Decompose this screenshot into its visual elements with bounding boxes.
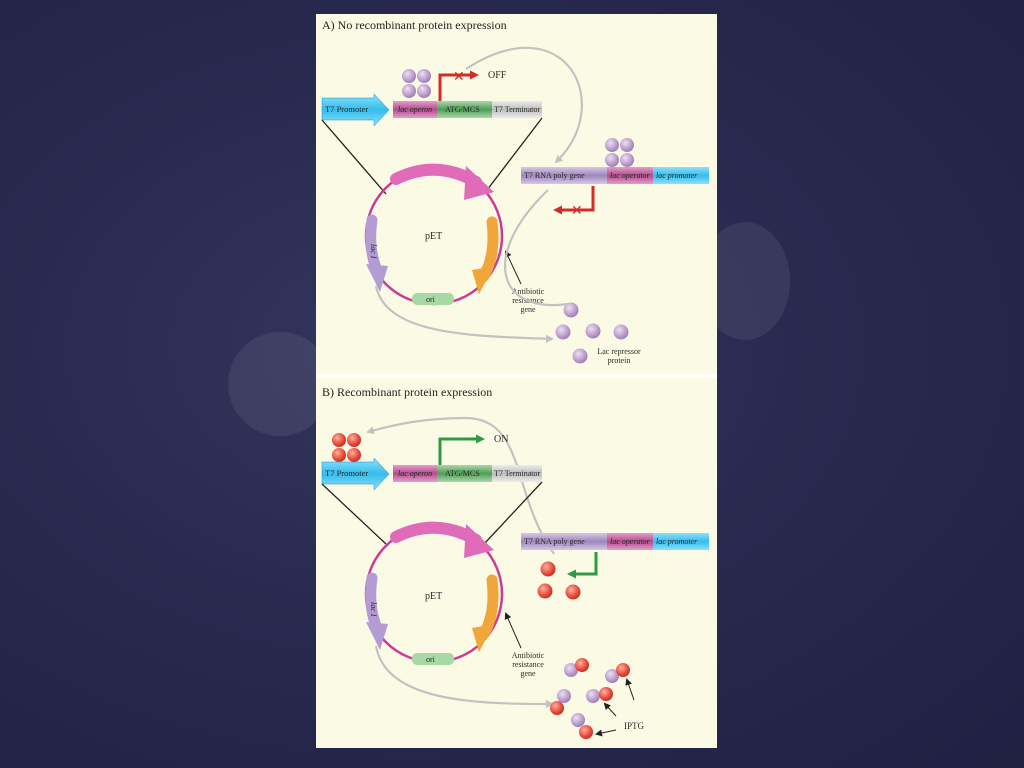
gray-arrow-top-b [366,416,555,555]
antibiotic-pointer [504,250,522,285]
t7-insert-arrow-head [464,166,494,200]
gray-arrow-bottom-b [374,645,554,708]
atg-mcs-label-b: ATG/MCS [445,469,480,478]
t7-terminator-label: T7 Terminator [494,105,541,114]
lac-operator-segment [607,167,653,184]
lac-operator-label-b: lac operator [610,537,651,546]
free-repressor-proteins [555,302,629,364]
repressor-tetramer-bound [402,69,431,98]
blocked-x-icon: ✕ [571,203,583,219]
pet-system-figure: A) No recombinant protein expression ✕ O… [316,14,717,748]
antibiotic-label-b-3: gene [520,669,536,678]
zoom-line-left-b [321,483,387,545]
repressor-label-1: Lac repressor [597,347,641,356]
iptg-pointer-3 [595,729,617,737]
lac-promoter-label-b: lac promoter [656,537,698,546]
lac-operon-box-b: T7 RNA poly gene lac operator lac promot… [521,533,709,550]
lac-i-arrow-body [365,214,382,274]
status-on: ON [494,434,508,445]
t7-rna-pol-segment-b [521,533,607,550]
repressor-tetramer-operator [605,138,634,167]
lac-operon-segment-b [393,465,437,482]
t7-rna-pol-label: T7 RNA poly gene [524,171,585,180]
plasmid-b: lac I ori pET [364,521,504,665]
gene-bar-a: T7 Promoter lac operon ATG/MCS T7 Termin… [321,93,542,127]
panel-a-heading: A) No recombinant protein expression [322,18,507,32]
recombinant-protein-tetramer [332,433,361,462]
lac-operon-label-b: lac operon [398,469,432,478]
lac-operon-label: lac operon [398,105,432,114]
repressor-iptg-complexes [550,658,630,739]
gray-arrow-top-a [465,46,583,164]
background-circle-left [228,332,332,436]
status-off: OFF [488,70,507,81]
lac-operon-segment [393,101,437,118]
iptg-pointer-2 [625,678,635,701]
lac-operon-box-a: T7 RNA poly gene lac operator lac promot… [521,138,709,184]
atg-mcs-segment [437,101,492,118]
lac-i-label-b: lac I [369,602,378,617]
ori-label: ori [426,295,436,304]
zoom-line-right-b [483,481,543,545]
gray-arrow-mid-a [503,189,569,307]
atg-mcs-segment-b [437,465,492,482]
ori-label-b: ori [426,655,436,664]
t7-terminator-segment [492,101,542,118]
antibiotic-pointer-b [504,612,522,649]
antibiotic-label-b-2: resistance [512,660,544,669]
t7-rna-pol-expression-arrow [567,552,598,579]
lac-promoter-label: lac promoter [656,171,698,180]
lac-i-arrow-body-b [365,572,382,632]
plasmid-a: lac I ori pET [364,163,504,306]
iptg-pointer-1 [603,702,617,717]
t7-promoter-arrow [321,93,390,127]
repressor-label-2: protein [608,356,631,365]
ori-segment [412,293,454,305]
on-arrow [438,434,485,472]
panel-a: A) No recombinant protein expression ✕ O… [321,18,709,365]
t7-terminator-label-b: T7 Terminator [494,469,541,478]
antibiotic-label-3: gene [520,305,536,314]
zoom-line-right-a [483,117,543,195]
lac-i-arrow-head [366,264,388,292]
antibiotic-label-1: Antibiotic [512,287,545,296]
lac-i-arrow-head-b [366,622,388,650]
ori-segment-b [412,653,454,665]
t7-insert-arrow-head-b [464,524,494,558]
zoom-line-left-a [321,119,387,195]
panel-b: B) Recombinant protein expression ON T7 … [321,385,709,739]
lac-operator-label: lac operator [610,171,651,180]
t7-promoter-label-b: T7 Promoter [325,468,368,478]
panel-b-heading: B) Recombinant protein expression [322,385,492,399]
t7-rna-pol-label-b: T7 RNA poly gene [524,537,585,546]
blocked-arrow [553,186,595,215]
lac-operator-segment-b [607,533,653,550]
off-x-icon: ✕ [453,69,465,85]
t7-rna-pol-segment [521,167,607,184]
plasmid-name: pET [425,231,442,242]
antibiotic-gene-arrow-head [472,266,494,294]
gray-arrow-bottom-a [374,285,554,343]
off-arrow [438,70,479,102]
lac-promoter-segment [653,167,709,184]
t7-promoter-label: T7 Promoter [325,104,368,114]
t7-terminator-segment-b [492,465,542,482]
iptg-label: IPTG [624,721,645,731]
atg-mcs-label: ATG/MCS [445,105,480,114]
lac-i-label: lac I [369,244,378,259]
antibiotic-label-b-1: Antibiotic [512,651,545,660]
t7-promoter-arrow-b [321,457,390,491]
lac-promoter-segment-b [653,533,709,550]
plasmid-name-b: pET [425,591,442,602]
t7-rna-polymerase-proteins [537,561,581,600]
gene-bar-b: T7 Promoter lac operon ATG/MCS T7 Termin… [321,457,542,491]
antibiotic-gene-arrow-head-b [472,624,494,652]
t7-insert-arrow-body [390,163,482,188]
t7-insert-arrow-body-b [390,521,482,546]
